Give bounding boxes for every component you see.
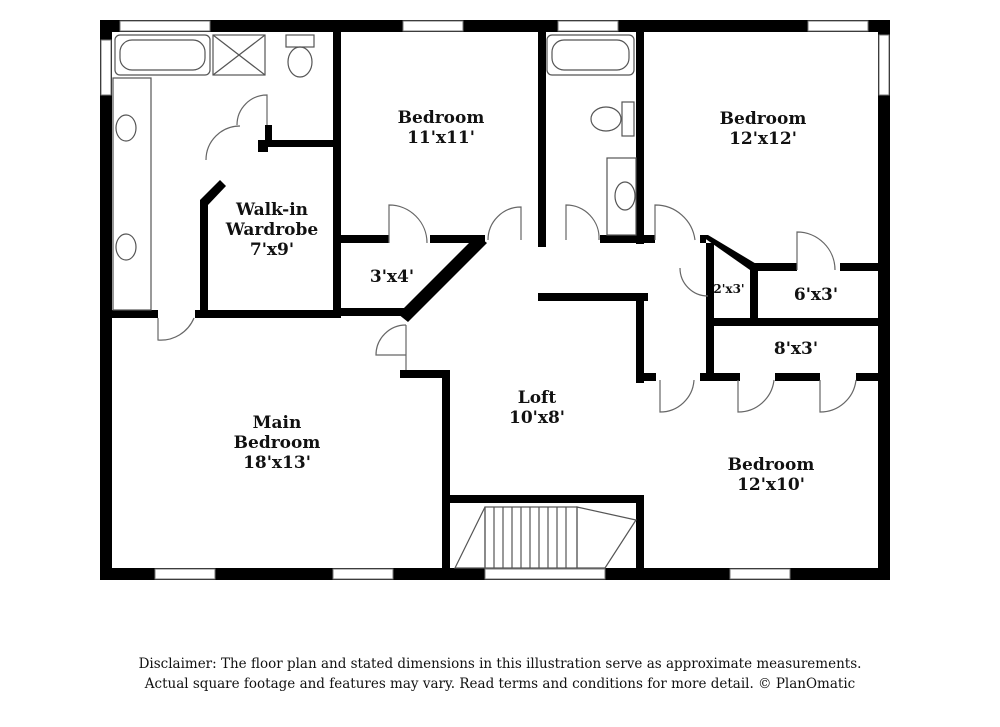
hall-vanity bbox=[606, 157, 637, 236]
main-bedroom-line1: Main bbox=[253, 413, 302, 433]
bedroom-nw-dims: 11'x11' bbox=[407, 128, 475, 148]
master-shower bbox=[212, 34, 266, 76]
closet-6x3-dims: 6'x3' bbox=[794, 285, 838, 305]
loft-name: Loft bbox=[518, 388, 557, 408]
fixtures bbox=[112, 34, 637, 569]
master-bathtub bbox=[114, 34, 211, 76]
bedroom-ne-dims: 12'x12' bbox=[729, 129, 797, 149]
disclaimer-line-1: Disclaimer: The floor plan and stated di… bbox=[138, 656, 862, 672]
bedroom-se-name: Bedroom bbox=[728, 455, 815, 475]
exterior-walls bbox=[100, 20, 890, 580]
hall-toilet bbox=[590, 101, 635, 137]
walkin-line1: Walk-in bbox=[235, 200, 308, 220]
bedroom-se-dims: 12'x10' bbox=[737, 475, 805, 495]
closet-3x4-dims: 3'x4' bbox=[370, 267, 414, 287]
main-bedroom-line2: Bedroom bbox=[234, 433, 321, 453]
loft-dims: 10'x8' bbox=[509, 408, 565, 428]
interior-walls bbox=[112, 32, 878, 568]
bedroom-nw-name: Bedroom bbox=[398, 108, 485, 128]
walkin-line2: Wardrobe bbox=[225, 220, 319, 240]
hall-bathtub bbox=[546, 34, 635, 76]
closet-8x3-dims: 8'x3' bbox=[774, 339, 818, 359]
master-toilet bbox=[285, 34, 315, 78]
windows bbox=[100, 20, 890, 580]
staircase bbox=[454, 506, 637, 569]
floor-plan: Bedroom 11'x11' Bedroom 12'x12' Walk-in … bbox=[100, 20, 890, 580]
bedroom-ne-name: Bedroom bbox=[720, 109, 807, 129]
disclaimer-line-2: Actual square footage and features may v… bbox=[144, 676, 856, 692]
walkin-dims: 7'x9' bbox=[250, 240, 294, 260]
room-labels: Bedroom 11'x11' Bedroom 12'x12' Walk-in … bbox=[225, 108, 838, 495]
master-vanity bbox=[112, 77, 152, 311]
closet-2x3-dims: 2'x3' bbox=[713, 282, 744, 296]
main-bedroom-dims: 18'x13' bbox=[243, 453, 311, 473]
doors bbox=[157, 94, 857, 413]
